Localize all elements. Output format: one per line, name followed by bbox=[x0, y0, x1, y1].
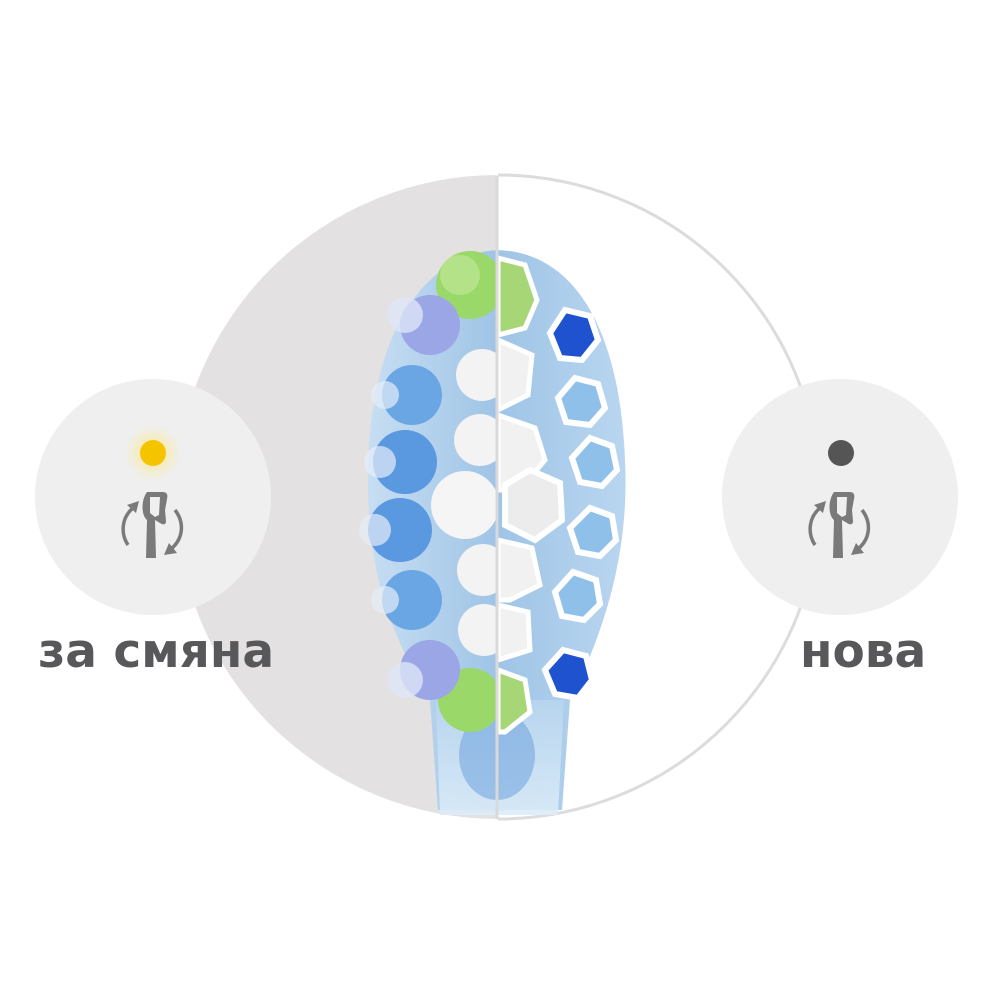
brush-head-rotate-icon bbox=[121, 492, 184, 558]
gray-indicator-dot bbox=[828, 440, 854, 466]
brush-head-rotate-icon bbox=[808, 492, 871, 558]
yellow-indicator-dot bbox=[140, 440, 166, 466]
worn-indicator-badge bbox=[35, 379, 271, 615]
new-bristles bbox=[498, 255, 621, 735]
toothbrush-head bbox=[359, 176, 626, 819]
new-label: нова bbox=[800, 624, 927, 679]
worn-bristles bbox=[359, 251, 497, 732]
new-indicator-badge bbox=[722, 379, 958, 615]
worn-label: за смяна bbox=[38, 624, 275, 679]
